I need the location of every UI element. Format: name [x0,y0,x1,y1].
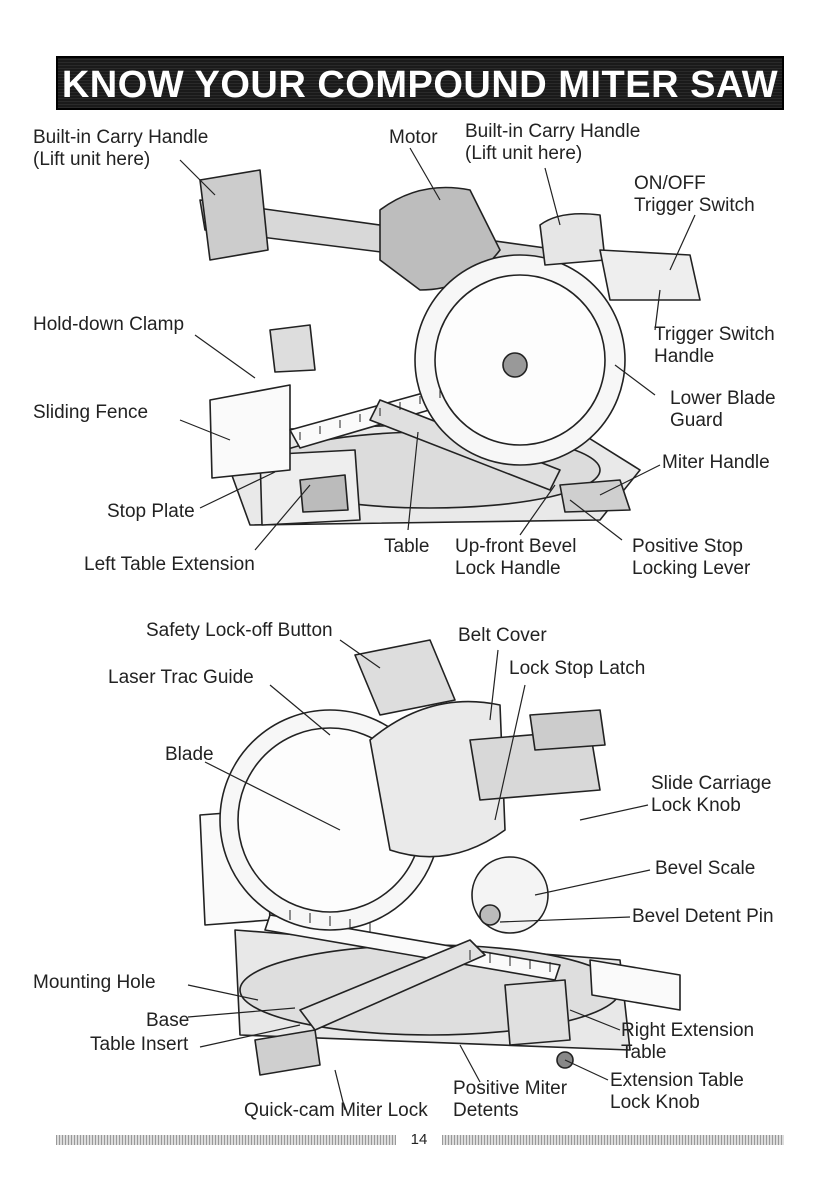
label-miter-handle: Miter Handle [662,452,770,473]
label-table: Table [384,536,430,557]
label-bevel-detent: Bevel Detent Pin [632,906,774,927]
page-title: KNOW YOUR COMPOUND MITER SAW [61,64,779,106]
label-carry-handle-right: Built-in Carry Handle(Lift unit here) [465,121,641,164]
label-left-table-extension: Left Table Extension [84,554,255,575]
label-motor: Motor [389,127,438,148]
label-bevel-scale: Bevel Scale [655,858,756,879]
footer-rule-left [56,1135,396,1145]
label-sliding-fence: Sliding Fence [33,402,149,423]
label-mounting-hole: Mounting Hole [33,972,156,993]
page-number: 14 [410,1131,428,1148]
label-laser-trac: Laser Trac Guide [108,667,254,688]
label-carry-handle-left: Built-in Carry Handle(Lift unit here) [33,127,209,170]
label-lock-stop-latch: Lock Stop Latch [509,658,646,679]
label-base: Base [146,1010,190,1031]
label-stop-plate: Stop Plate [107,501,195,522]
label-blade: Blade [165,744,214,765]
title-banner: KNOW YOUR COMPOUND MITER SAW [56,56,784,110]
label-quick-cam: Quick-cam Miter Lock [244,1100,428,1121]
label-table-insert: Table Insert [90,1034,189,1055]
label-belt-cover: Belt Cover [458,625,547,646]
label-hold-down-clamp: Hold-down Clamp [33,314,185,335]
footer-rule-right [442,1135,784,1145]
label-safety-lock-off: Safety Lock-off Button [146,620,333,641]
